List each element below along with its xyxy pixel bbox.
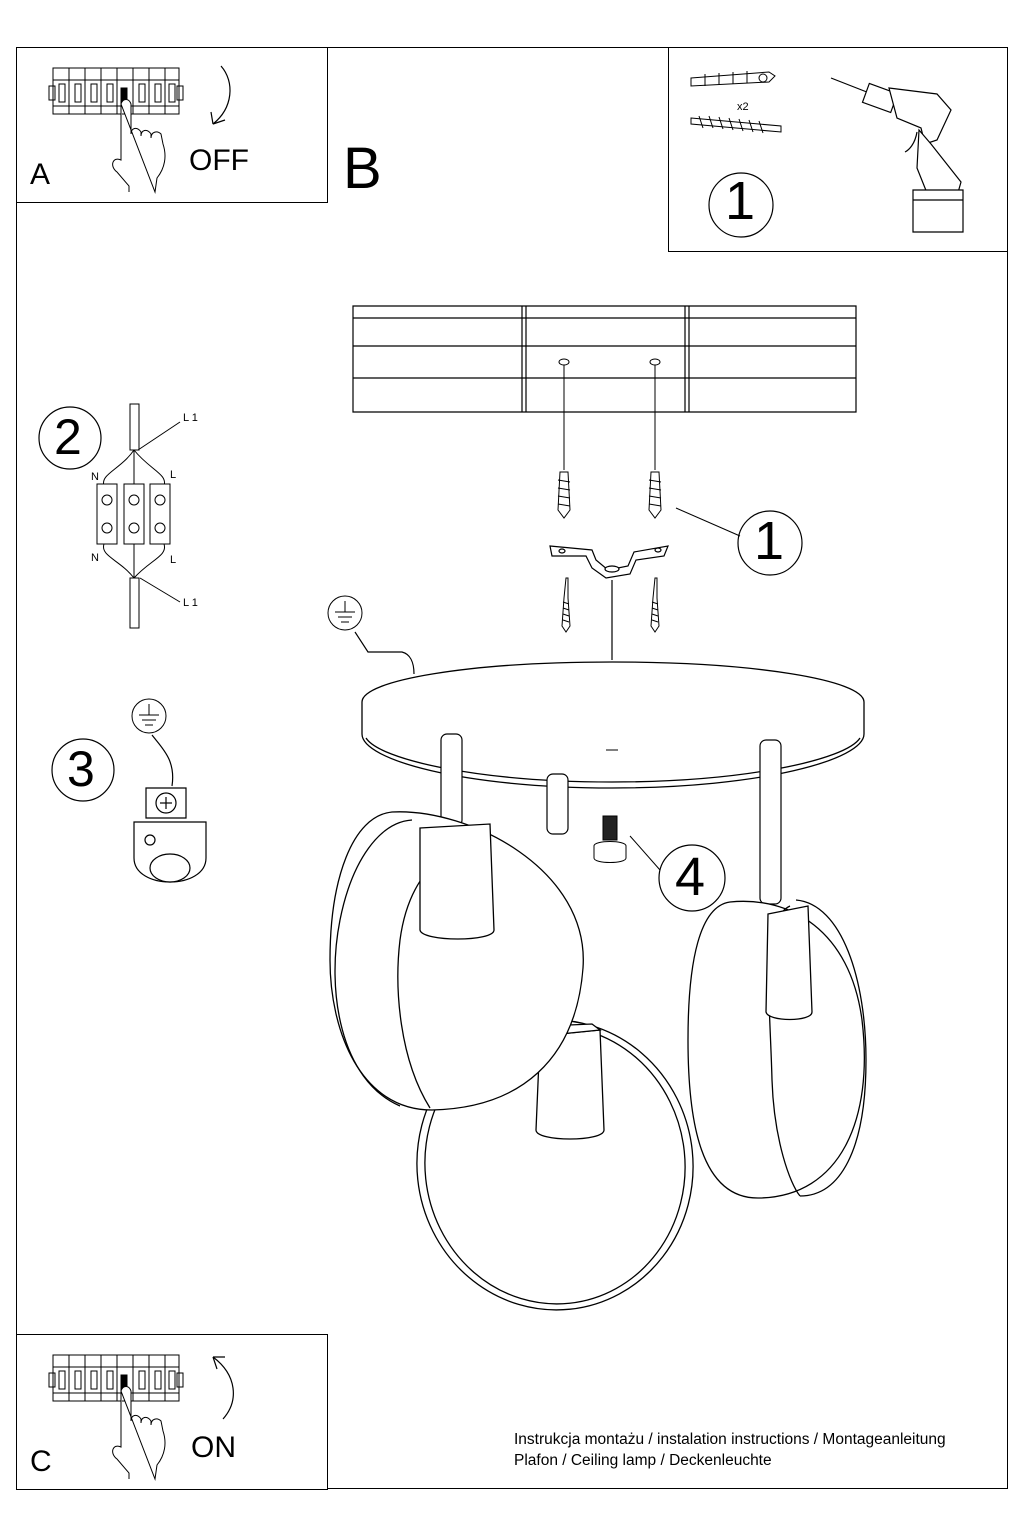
grub-screw-icon [594, 750, 660, 870]
step-3-badge [52, 739, 114, 801]
screw-icon [691, 116, 781, 133]
label-n-bottom: N [91, 552, 99, 564]
main-section-label: B [343, 136, 382, 201]
tools-panel: x2 1 [668, 47, 1008, 252]
ground-terminal-icon [134, 788, 206, 882]
screw-icon [562, 578, 659, 632]
footer-product-line: Plafon / Ceiling lamp / Deckenleuchte [514, 1452, 772, 1469]
step-3-number: 3 [67, 741, 95, 797]
tools-illustration [669, 48, 1009, 253]
quantity-label: x2 [737, 101, 749, 113]
hand-icon [113, 100, 165, 193]
off-label: OFF [189, 144, 249, 177]
instruction-sheet [16, 47, 1008, 1489]
breaker-panel-icon [49, 68, 183, 114]
label-l-top: L [170, 469, 177, 481]
lamp-stems [441, 734, 781, 904]
panel-a-power-off: A OFF [16, 47, 328, 203]
step-1-badge [738, 511, 802, 575]
step-2-badge [39, 407, 101, 469]
label-l1-top: L 1 [183, 412, 198, 424]
breaker-off-illustration [17, 48, 329, 204]
curved-arrow-up-icon [213, 1357, 233, 1419]
label-n-top: N [91, 471, 99, 483]
step-1-number: 1 [754, 511, 785, 571]
mounting-bracket [550, 546, 668, 578]
on-label: ON [191, 1431, 236, 1464]
step-2-number: 2 [54, 409, 82, 465]
panel-c-power-on: C ON [16, 1334, 328, 1490]
step-4-number: 4 [675, 847, 706, 907]
breaker-panel-icon [49, 1355, 183, 1401]
wall-plug-icon [691, 71, 775, 86]
panel-c-letter: C [30, 1445, 52, 1478]
mounting-holes [559, 359, 660, 470]
step-1-badge [709, 173, 773, 237]
panel-a-letter: A [30, 158, 51, 191]
footer-instructions-line: Instrukcja montażu / instalation instruc… [514, 1431, 946, 1448]
ceiling-joists [353, 306, 856, 412]
hand-icon [113, 1387, 165, 1480]
lamp-ring-left [330, 812, 583, 1110]
tools-step-number: 1 [725, 171, 756, 231]
lamp-ring-right [688, 900, 866, 1198]
label-l1-bottom: L 1 [183, 597, 198, 609]
breaker-on-illustration [17, 1335, 329, 1491]
ceiling-canopy [362, 662, 864, 788]
label-l-bottom: L [170, 554, 177, 566]
curved-arrow-down-icon [213, 66, 230, 124]
wall-plug-icon [558, 472, 661, 518]
ground-symbol-icon [328, 596, 362, 630]
drill-icon [831, 78, 963, 232]
step-4-badge [659, 845, 725, 911]
ground-symbol-icon [132, 699, 166, 733]
terminal-block-icon [97, 404, 180, 628]
